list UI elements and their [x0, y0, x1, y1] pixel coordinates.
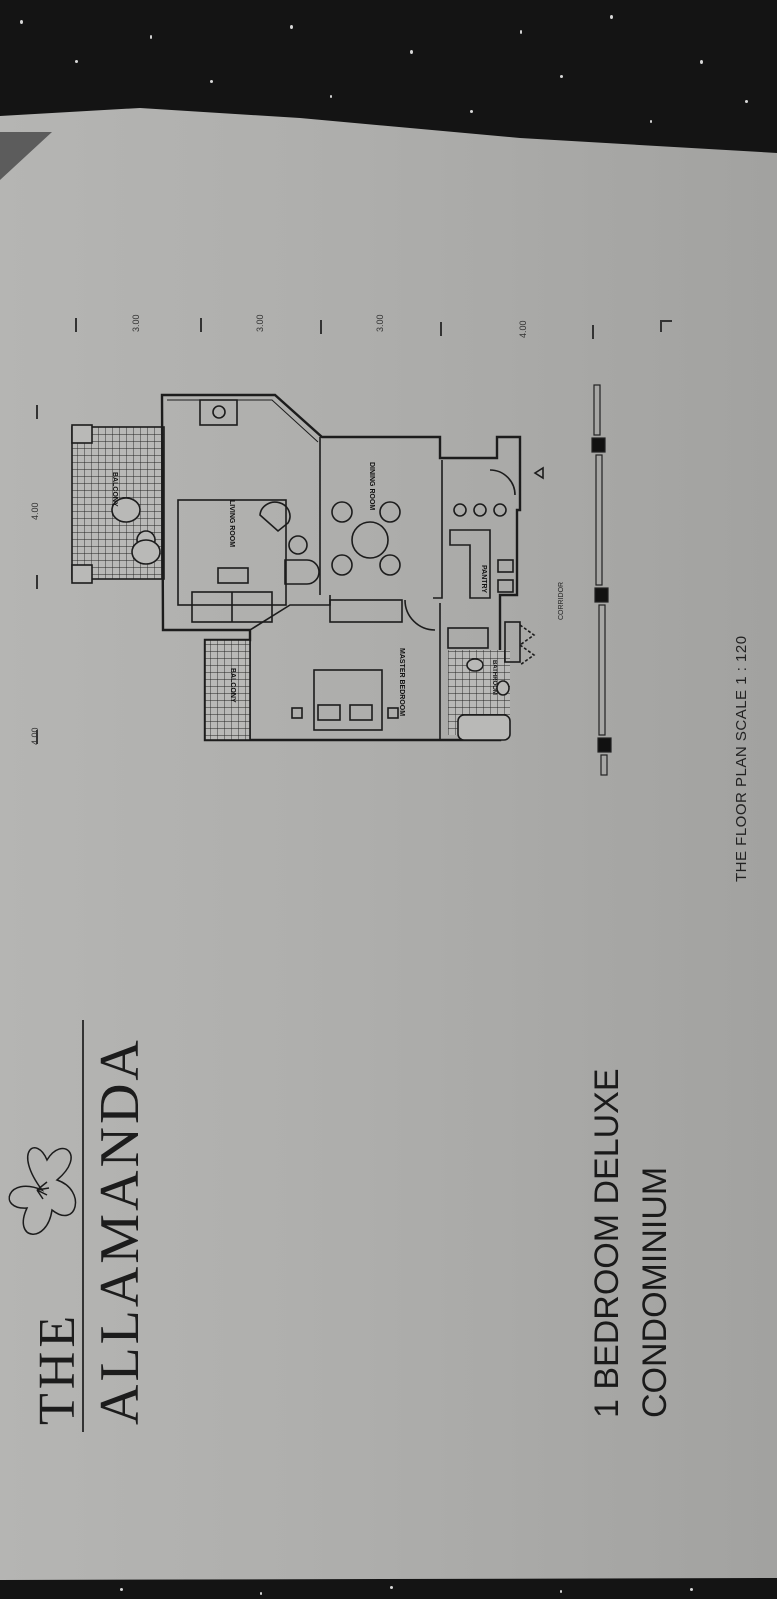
- room-label-balcony-2: BALCONY: [229, 668, 236, 703]
- brand-prefix: THE: [29, 1311, 86, 1425]
- unit-title-line-1: 1 BEDROOM DELUXE: [588, 1068, 626, 1418]
- brand-name: ALLAMANDA: [89, 1037, 151, 1425]
- brand-underline: [82, 1020, 84, 1432]
- corridor-label: CORRIDOR: [558, 581, 565, 620]
- room-label-balcony: BALCONY: [111, 472, 118, 507]
- corner-tab: [0, 132, 52, 180]
- room-label-pantry: PANTRY: [480, 565, 487, 593]
- allamanda-flower-icon: [8, 1147, 77, 1235]
- room-label-bathroom: BATHROOM: [491, 660, 497, 695]
- brochure-page: [0, 108, 777, 1580]
- room-label-living-room: LIVING ROOM: [228, 500, 235, 548]
- scale-caption: THE FLOOR PLAN SCALE 1 : 120: [733, 635, 750, 882]
- unit-title-line-2: CONDOMINIUM: [636, 1166, 674, 1418]
- room-label-master-bedroom: MASTER BEDROOM: [398, 648, 405, 717]
- balcony-1-area: [71, 424, 165, 584]
- room-label-dining-room: DINING ROOM: [368, 462, 375, 511]
- corridor-structure: [591, 384, 612, 776]
